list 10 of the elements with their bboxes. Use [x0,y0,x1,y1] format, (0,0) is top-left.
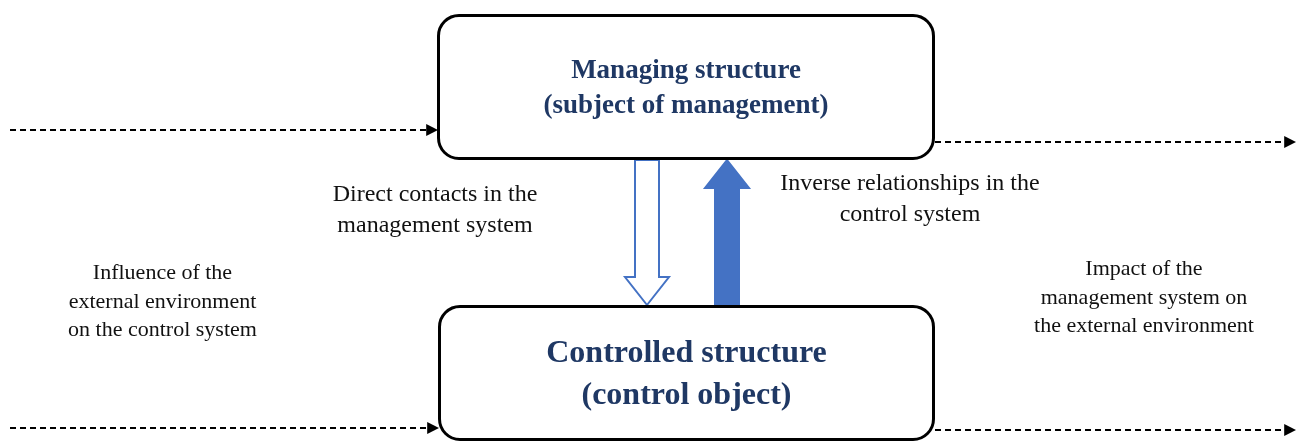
arrow [934,424,1297,436]
box-title: Controlled structure (control object) [545,332,828,413]
process-box [437,14,935,160]
block-arrow [702,158,752,306]
arrow [9,422,440,434]
box-title: Managing structure (subject of management) [542,52,830,121]
arrow [9,124,439,136]
process-box [438,305,935,441]
block-arrow [622,159,672,307]
arrow [934,136,1297,148]
